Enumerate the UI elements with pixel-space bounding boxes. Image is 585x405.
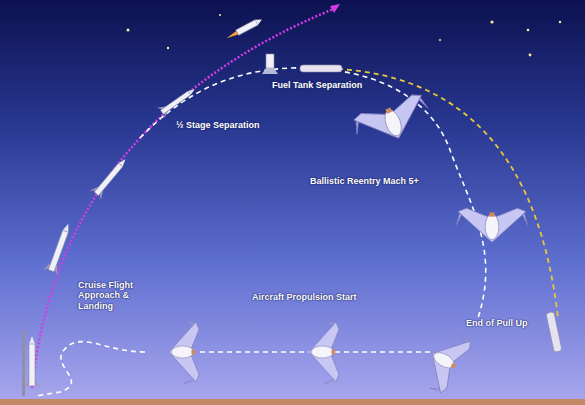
reentry-label: Ballistic Reentry Mach 5+ <box>310 176 419 186</box>
separation-label: Fuel Tank Separation <box>272 80 362 90</box>
propulsion-label: Aircraft Propulsion Start <box>252 292 357 302</box>
landing-label: Cruise Flight Approach & Landing <box>78 280 162 311</box>
separation-label: ½ Stage Separation <box>176 120 260 130</box>
pull-up-label: End of Pull Up <box>466 318 528 328</box>
